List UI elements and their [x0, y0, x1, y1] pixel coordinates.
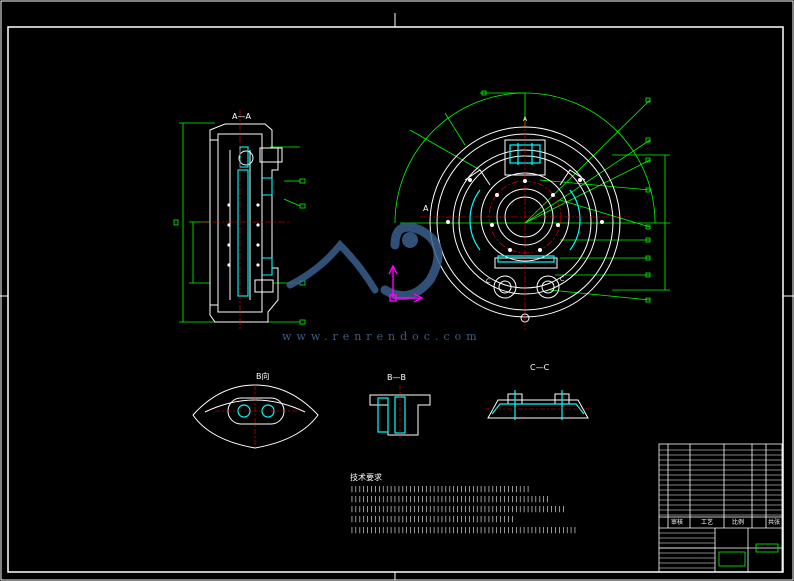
notes-line: ||||||||||||||||||||||||||||||||||||||||…	[350, 526, 577, 534]
watermark-text: www.renrendoc.com	[282, 330, 482, 343]
section-label-d: C—C	[530, 363, 550, 372]
watermark-logo	[286, 222, 443, 301]
notes-line: ||||||||||||||||||||||||||||||||||||||||…	[350, 485, 530, 493]
axis-marker	[388, 264, 424, 303]
title-cell-b: 工艺	[701, 518, 713, 526]
detail-view-cc: C—C	[485, 363, 592, 420]
front-view: A A C C	[394, 90, 670, 330]
section-label-a: A—A	[232, 112, 251, 121]
notes-line: ||||||||||||||||||||||||||||||||||||||||…	[350, 495, 550, 503]
title-block-rows	[659, 449, 782, 569]
detail-view-b: B向	[192, 371, 319, 449]
section-label-f: A	[523, 116, 528, 123]
notes-line: ||||||||||||||||||||||||||||||||||||||||…	[350, 505, 565, 513]
technical-notes: 技术要求 |||||||||||||||||||||||||||||||||||…	[350, 472, 577, 534]
title-cell-c: 比例	[732, 518, 744, 526]
notes-line: ||||||||||||||||||||||||||||||||||||||||…	[350, 515, 514, 523]
title-cell-d: 共张	[768, 518, 780, 526]
section-label-c: B—B	[387, 373, 406, 382]
section-label-g: C	[486, 278, 490, 285]
side-section-view: A—A	[173, 110, 306, 330]
section-label-b: B向	[256, 371, 270, 381]
section-label-h: C	[560, 276, 564, 283]
title-cell-a: 审核	[671, 518, 683, 526]
section-label-e: A	[423, 204, 429, 213]
detail-view-bb: B—B	[369, 373, 431, 440]
notes-title: 技术要求	[350, 472, 382, 482]
